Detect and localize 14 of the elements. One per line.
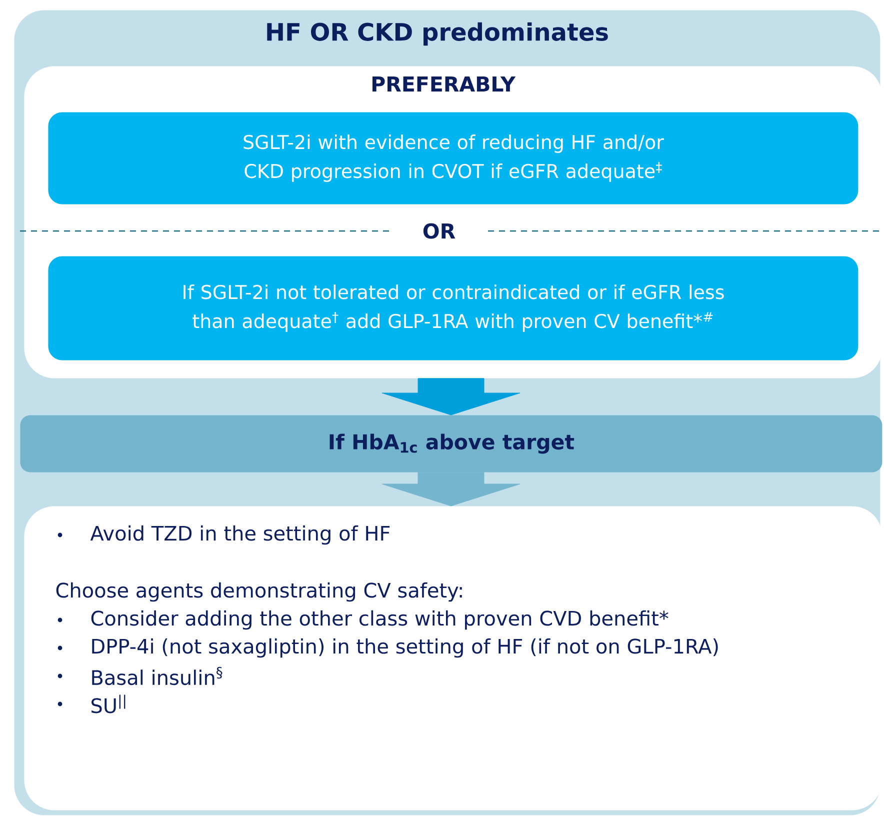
node-label: Basal insulin$^{§}$ xyxy=(92,666,222,686)
node-label: DPP-4i (not saxagliptin) in the setting of HF (if not on GLP-1RA) xyxy=(92,638,718,658)
condition-band: If HbA$_{1c}$ above target xyxy=(20,415,882,472)
panel: Avoid TZD in the setting of HF Choose agents demonstrating CV safety: Consider adding the other class with proven CVD benefit* DPP-4i (not saxagliptin) in the setting of HF (if not on GLP-1RA) Basal insulin$^{§}$ SU$^{||}$ xyxy=(24,506,882,810)
block-arrow xyxy=(382,472,520,506)
divider-label: OR xyxy=(423,223,456,239)
node-label: PREFERABLY xyxy=(372,76,516,92)
node-label: Consider adding the other class with proven CVD benefit* xyxy=(91,610,668,630)
recommendation-box: If SGLT-2i not tolerated or contraindicated or if eGFR less than adequate$^{†}$ add GLP-1RA with proven CV benefit*$^{#}$ xyxy=(48,256,858,360)
node-label: Choose agents demonstrating CV safety: xyxy=(56,582,462,602)
node-label: Avoid TZD in the setting of HF xyxy=(90,525,390,545)
recommendation-box: SGLT-2i with evidence of reducing HF and/or CKD progression in CVOT if eGFR adequate$^{‡}$ xyxy=(48,112,858,204)
node-label: SU$^{||}$ xyxy=(92,694,126,714)
block-arrow xyxy=(382,378,520,416)
